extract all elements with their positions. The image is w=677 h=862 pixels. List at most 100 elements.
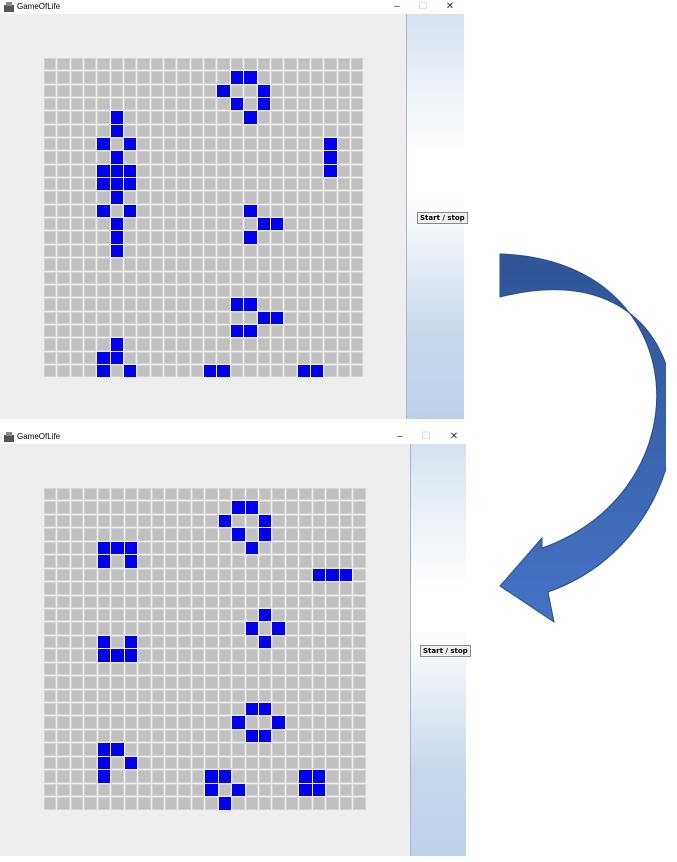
grid-cell[interactable]: [259, 595, 272, 608]
grid-cell[interactable]: [177, 111, 190, 124]
grid-cell[interactable]: [272, 582, 285, 595]
grid-cell[interactable]: [177, 124, 190, 138]
grid-cell[interactable]: [218, 716, 232, 729]
grid-cell[interactable]: [326, 528, 339, 541]
grid-cell[interactable]: [150, 151, 164, 164]
grid-cell[interactable]: [244, 258, 257, 271]
grid-cell[interactable]: [110, 71, 124, 84]
grid-cell[interactable]: [217, 284, 230, 298]
grid-cell[interactable]: [124, 84, 137, 98]
grid-cell[interactable]: [178, 635, 191, 649]
grid-cell[interactable]: [272, 501, 285, 514]
grid-cell[interactable]: [57, 151, 70, 164]
grid-cell[interactable]: [164, 635, 178, 649]
grid-cell-alive[interactable]: [218, 514, 232, 528]
grid-cell[interactable]: [97, 501, 111, 514]
grid-cell[interactable]: [257, 111, 270, 124]
grid-cell[interactable]: [230, 218, 244, 231]
grid-cell[interactable]: [44, 58, 57, 71]
grid-cell[interactable]: [297, 58, 310, 71]
grid-cell[interactable]: [297, 271, 310, 284]
grid-cell[interactable]: [44, 111, 57, 124]
grid-cell-alive[interactable]: [111, 541, 124, 555]
grid-cell-alive[interactable]: [245, 541, 258, 555]
grid-cell[interactable]: [44, 271, 57, 284]
grid-cell[interactable]: [217, 231, 230, 244]
grid-cell[interactable]: [70, 364, 84, 378]
grid-cell[interactable]: [70, 501, 84, 514]
grid-cell[interactable]: [70, 111, 84, 124]
grid-cell[interactable]: [326, 756, 339, 770]
grid-cell[interactable]: [324, 218, 337, 231]
grid-cell[interactable]: [245, 716, 258, 729]
grid-cell[interactable]: [137, 284, 150, 298]
grid-cell[interactable]: [285, 797, 299, 810]
grid-cell[interactable]: [310, 138, 324, 151]
grid-cell[interactable]: [204, 98, 217, 111]
grid-cell[interactable]: [57, 244, 70, 258]
grid-cell[interactable]: [310, 164, 324, 178]
grid-cell[interactable]: [244, 151, 257, 164]
grid-cell[interactable]: [111, 729, 124, 743]
grid-cell[interactable]: [270, 284, 284, 298]
grid-cell[interactable]: [324, 84, 337, 98]
grid-cell[interactable]: [257, 178, 270, 191]
grid-cell[interactable]: [350, 124, 364, 138]
grid-cell[interactable]: [324, 124, 337, 138]
grid-cell[interactable]: [84, 662, 97, 676]
grid-cell[interactable]: [191, 635, 205, 649]
grid-cell[interactable]: [44, 541, 57, 555]
grid-cell[interactable]: [84, 635, 97, 649]
grid-cell[interactable]: [245, 568, 258, 582]
grid-cell[interactable]: [44, 71, 57, 84]
grid-cell[interactable]: [204, 204, 217, 218]
grid-cell[interactable]: [191, 608, 205, 622]
grid-cell[interactable]: [190, 151, 204, 164]
grid-cell[interactable]: [230, 204, 244, 218]
grid-cell[interactable]: [70, 541, 84, 555]
grid-cell[interactable]: [217, 178, 230, 191]
grid-cell[interactable]: [272, 689, 285, 702]
grid-cell[interactable]: [111, 783, 124, 797]
grid-cell[interactable]: [299, 676, 312, 689]
grid-cell[interactable]: [44, 635, 57, 649]
grid-cell[interactable]: [190, 231, 204, 244]
grid-cell[interactable]: [299, 756, 312, 770]
grid-cell[interactable]: [57, 770, 70, 783]
grid-cell[interactable]: [44, 164, 57, 178]
grid-cell[interactable]: [190, 84, 204, 98]
grid-cell[interactable]: [137, 298, 150, 311]
grid-cell[interactable]: [284, 298, 297, 311]
grid-cell[interactable]: [57, 595, 70, 608]
grid-cell[interactable]: [177, 164, 190, 178]
grid-cell[interactable]: [177, 58, 190, 71]
grid-cell[interactable]: [218, 729, 232, 743]
grid-cell[interactable]: [326, 770, 339, 783]
grid-cell[interactable]: [337, 71, 350, 84]
grid-cell[interactable]: [310, 311, 324, 324]
grid-cell[interactable]: [110, 298, 124, 311]
grid-cell[interactable]: [259, 797, 272, 810]
grid-cell[interactable]: [244, 98, 257, 111]
grid-cell[interactable]: [259, 582, 272, 595]
grid-cell[interactable]: [284, 111, 297, 124]
grid-cell[interactable]: [124, 568, 138, 582]
grid-cell[interactable]: [84, 351, 97, 364]
grid-cell[interactable]: [339, 716, 353, 729]
grid-cell[interactable]: [285, 488, 299, 501]
grid-cell[interactable]: [124, 271, 137, 284]
grid-cell[interactable]: [259, 501, 272, 514]
grid-cell[interactable]: [150, 258, 164, 271]
grid-cell[interactable]: [297, 258, 310, 271]
grid-cell[interactable]: [310, 284, 324, 298]
grid-cell[interactable]: [270, 98, 284, 111]
grid-cell[interactable]: [70, 138, 84, 151]
grid-cell[interactable]: [164, 649, 178, 662]
grid-cell[interactable]: [272, 541, 285, 555]
grid-cell[interactable]: [84, 797, 97, 810]
grid-cell[interactable]: [138, 595, 151, 608]
grid-cell[interactable]: [190, 258, 204, 271]
grid-cell[interactable]: [312, 716, 326, 729]
grid-cell[interactable]: [57, 783, 70, 797]
grid-cell[interactable]: [297, 311, 310, 324]
